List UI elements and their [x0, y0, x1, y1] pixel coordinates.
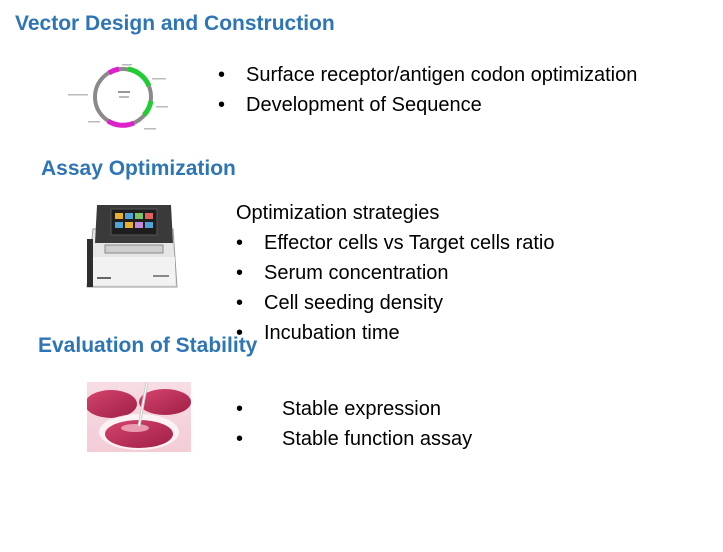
bullet-text: Incubation time [264, 322, 400, 344]
bullet-marker: • [236, 262, 244, 284]
bullet-text: Serum concentration [264, 262, 449, 284]
vector-design-bullets: • Surface receptor/antigen codon optimiz… [218, 60, 637, 120]
bullet-marker: • [236, 232, 244, 254]
bullet-text: Stable function assay [282, 428, 473, 450]
plasmid-map-figure [68, 64, 168, 130]
culture-flask-figure [87, 382, 191, 452]
bullet-marker: • [218, 94, 226, 116]
heading-assay-optimization: Assay Optimization [41, 157, 236, 180]
bullet-marker: • [236, 398, 244, 420]
list-item: • Stable function assay [236, 424, 472, 454]
bullet-text: Effector cells vs Target cells ratio [264, 232, 555, 254]
bullet-text: Cell seeding density [264, 292, 443, 314]
list-item: • Incubation time [236, 318, 555, 348]
assay-optimization-bullets: • Effector cells vs Target cells ratio •… [236, 228, 555, 348]
bullet-text: Surface receptor/antigen codon optimizat… [246, 64, 638, 86]
list-item: • Effector cells vs Target cells ratio [236, 228, 555, 258]
bullet-marker: • [236, 292, 244, 314]
list-item: • Stable expression [236, 394, 472, 424]
bullet-text: Stable expression [282, 398, 441, 420]
list-item: • Surface receptor/antigen codon optimiz… [218, 60, 637, 90]
heading-vector-design: Vector Design and Construction [15, 12, 335, 35]
bullet-text: Development of Sequence [246, 94, 482, 116]
bullet-marker: • [218, 64, 226, 86]
list-item: • Development of Sequence [218, 90, 637, 120]
bullet-marker: • [236, 428, 244, 450]
plate-reader-figure [86, 205, 178, 288]
heading-evaluation-stability: Evaluation of Stability [38, 334, 258, 357]
assay-intro-text: Optimization strategies [236, 202, 440, 224]
stability-bullets: • Stable expression • Stable function as… [236, 394, 472, 454]
bullet-marker: • [236, 322, 244, 344]
list-item: • Cell seeding density [236, 288, 555, 318]
list-item: • Serum concentration [236, 258, 555, 288]
